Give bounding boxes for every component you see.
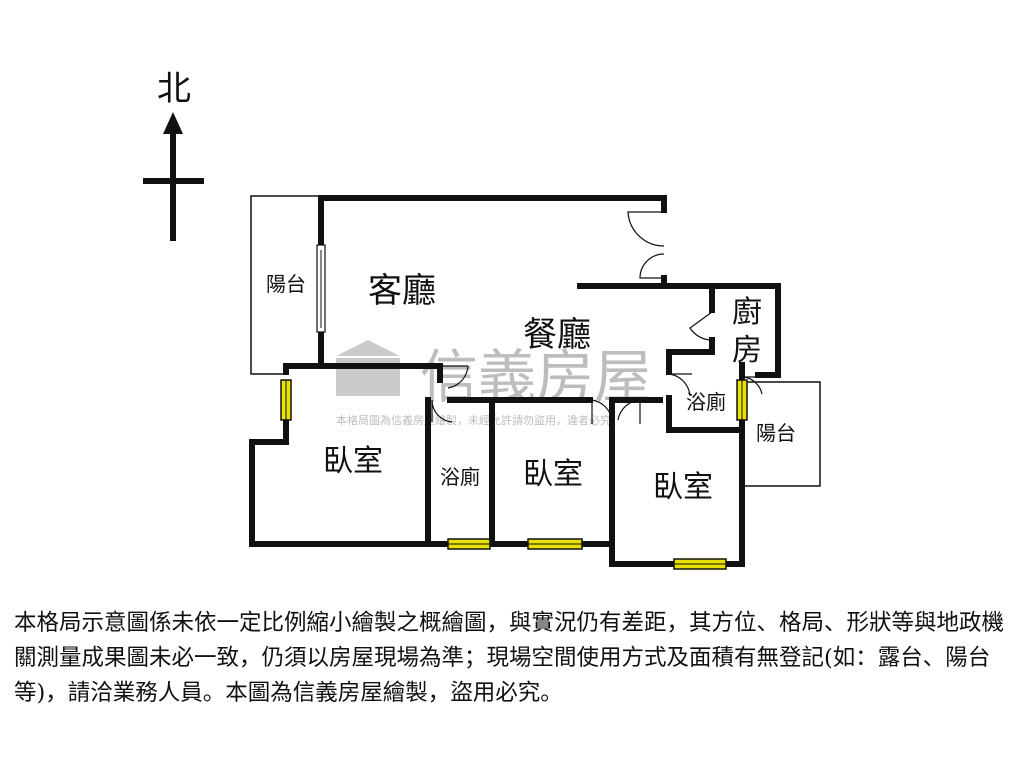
disclaimer-text: 本格局示意圖係未依一定比例縮小繪製之概繪圖，與實況仍有差距，其方位、格局、形狀等… bbox=[14, 610, 1005, 706]
east-balcony-outline bbox=[743, 381, 821, 487]
bedroom-west-label: 臥室 bbox=[323, 444, 383, 479]
floor-plan: 北 信義房屋 本格局圖為信義房屋繪製，未經允許請勿盜用，違者必究 bbox=[143, 69, 821, 570]
bedroom-east-label: 臥室 bbox=[653, 470, 713, 505]
room-labels: 陽台 客廳 餐廳 廚 房 浴廁 陽台 臥室 浴廁 臥室 臥室 bbox=[266, 271, 796, 505]
walls bbox=[249, 195, 781, 567]
north-arrow-icon bbox=[163, 112, 183, 134]
balcony-east-label: 陽台 bbox=[756, 421, 796, 445]
west-balcony-outline bbox=[250, 195, 321, 375]
east-bedroom-door bbox=[617, 399, 641, 424]
bathroom-east-label: 浴廁 bbox=[686, 390, 726, 414]
compass-label: 北 bbox=[157, 69, 191, 109]
dining-room-label: 餐廳 bbox=[523, 315, 591, 355]
east-bathroom-door bbox=[668, 373, 692, 397]
east-balcony-door bbox=[743, 376, 766, 395]
middle-bedroom-door bbox=[591, 399, 613, 424]
west-bedroom-door bbox=[442, 365, 469, 389]
balcony-outlines bbox=[250, 195, 821, 487]
bedroom-middle-label: 臥室 bbox=[523, 457, 583, 492]
entrance-door-upper bbox=[627, 211, 665, 247]
north-compass: 北 bbox=[143, 69, 204, 241]
living-room-label: 客廳 bbox=[368, 271, 436, 311]
watermark-notice: 本格局圖為信義房屋繪製，未經允許請勿盜用，違者必究 bbox=[336, 413, 611, 427]
bathroom-middle-label: 浴廁 bbox=[440, 465, 480, 489]
kitchen-door bbox=[689, 311, 713, 341]
kitchen-label-line2: 房 bbox=[732, 333, 762, 368]
entrance-door-lower bbox=[639, 253, 665, 279]
balcony-west-label: 陽台 bbox=[266, 272, 306, 296]
windows bbox=[280, 244, 748, 570]
middle-bathroom-door bbox=[431, 399, 453, 423]
doors bbox=[431, 211, 766, 424]
kitchen-label-line1: 廚 bbox=[732, 295, 762, 330]
